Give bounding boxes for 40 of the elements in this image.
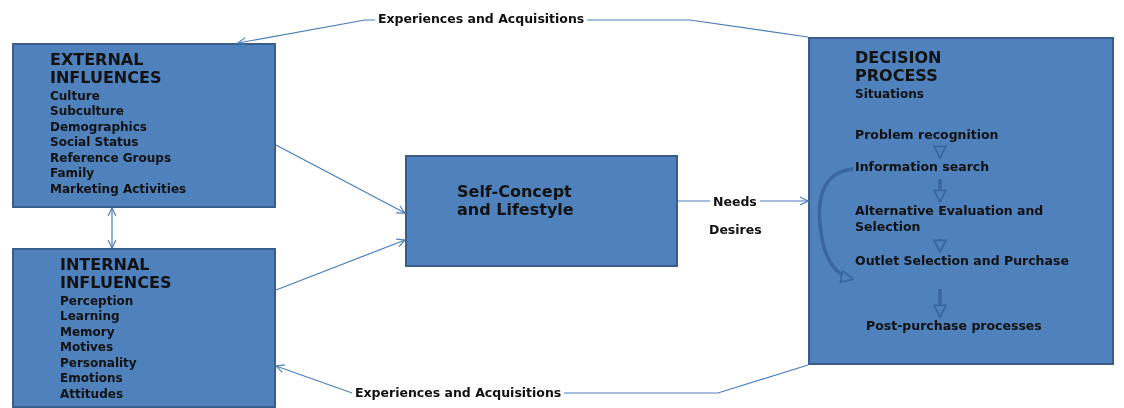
arrow: [107, 207, 117, 249]
list-item: Demographics: [50, 119, 147, 136]
step-text: Post-purchase processes: [866, 318, 1056, 334]
list-item: Learning: [60, 309, 120, 325]
flow-arrow: [933, 289, 947, 318]
influence-box: [12, 43, 276, 208]
flow-arrow: [933, 145, 947, 159]
list-item: Subculture: [50, 104, 124, 120]
box-heading: DECISION PROCESS: [855, 49, 943, 86]
box-heading: INTERNAL INFLUENCES: [60, 256, 173, 293]
flow-arrow: [817, 167, 854, 283]
step-text: Alternative Evaluation and Selection: [855, 203, 1095, 235]
list-item: Motives: [60, 340, 114, 356]
list-item: Perception: [60, 293, 134, 310]
influence-box: [12, 248, 276, 408]
list-item: Marketing Activities: [50, 181, 187, 198]
list-item: Memory: [60, 324, 115, 341]
arrow: [275, 238, 406, 291]
edge-label: Experiences and Acquisitions: [352, 385, 565, 400]
list-item: Attitudes: [60, 386, 124, 403]
edge-label: Needs: [710, 194, 760, 209]
box-heading: Self-Concept and Lifestyle: [457, 183, 575, 220]
list-item: Emotions: [60, 371, 123, 387]
process-box: [808, 37, 1114, 365]
box-heading: EXTERNAL INFLUENCES: [50, 51, 163, 88]
flow-label: Desires: [708, 222, 763, 237]
list-item: Social Status: [50, 135, 139, 151]
list-item: Culture: [50, 88, 100, 105]
step-text: Outlet Selection and Purchase: [855, 253, 1090, 269]
list-item: Situations: [855, 86, 924, 103]
step-text: Information search: [855, 159, 1045, 175]
edge-label: Experiences and Acquisitions: [375, 11, 588, 26]
list-item: Personality: [60, 355, 137, 372]
concept-box: [405, 155, 678, 267]
step-text: Problem recognition: [855, 127, 1055, 143]
flow-arrow: [933, 179, 947, 203]
arrow: [275, 144, 406, 214]
list-item: Family: [50, 166, 95, 182]
list-item: Reference Groups: [50, 150, 172, 167]
flow-arrow: [933, 239, 947, 253]
